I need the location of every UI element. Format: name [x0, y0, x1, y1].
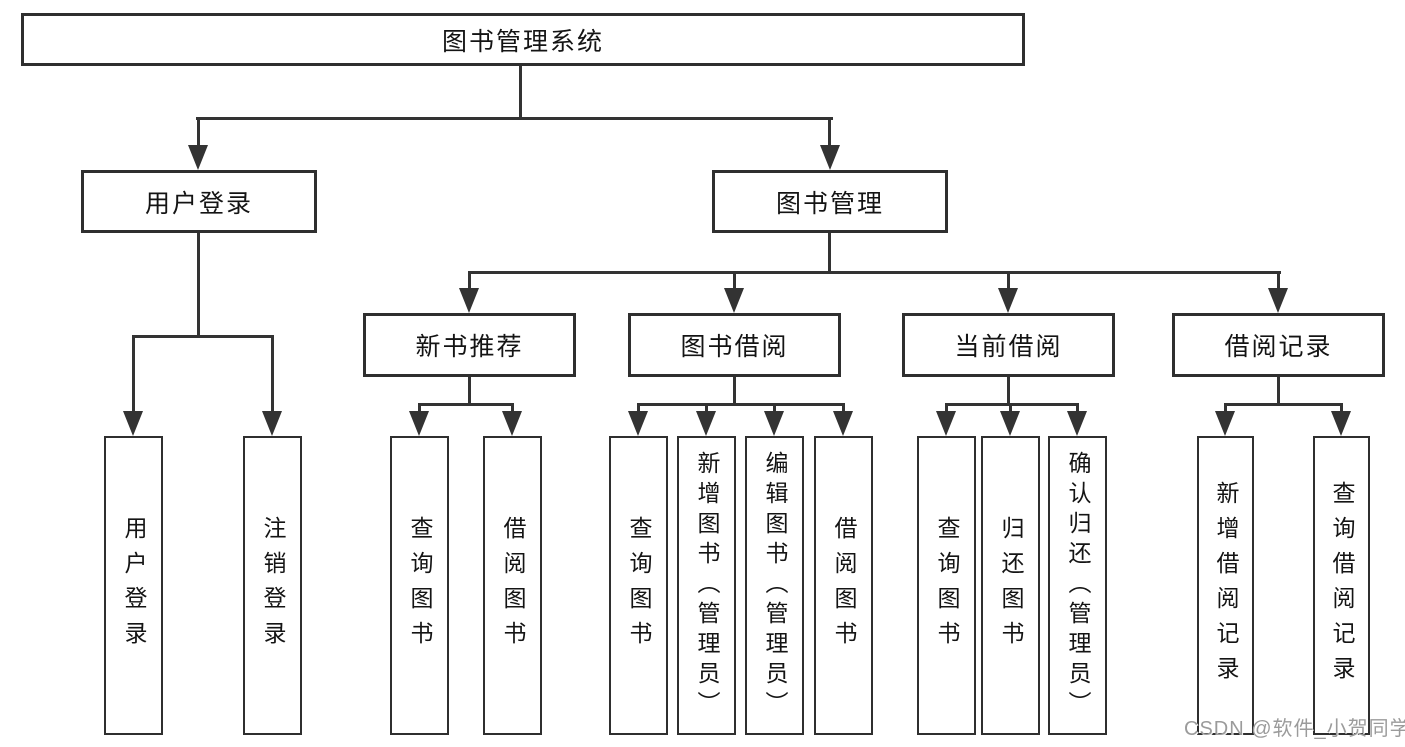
- node-group-label: 当前借阅: [954, 333, 1063, 361]
- connector-drop-leaf: [1224, 403, 1227, 413]
- node-user-login: 用户登录: [81, 170, 317, 233]
- arrowhead-leaf: [764, 411, 784, 436]
- connector-root-stem: [519, 64, 522, 120]
- arrowhead-group: [459, 288, 479, 313]
- connector-group-split: [1224, 403, 1343, 406]
- connector-group-stem: [1007, 377, 1010, 406]
- connector-book-mgmt-stem: [828, 233, 831, 274]
- arrowhead-leaf: [696, 411, 716, 436]
- arrowhead-leaf: [262, 411, 282, 436]
- connector-drop-leaf: [1009, 403, 1012, 413]
- connector-drop-leaf: [132, 335, 135, 413]
- leaf-logout: 注销登录: [243, 436, 302, 735]
- connector-book-mgmt-split: [468, 271, 1281, 274]
- node-group-borrow-records: 借阅记录: [1172, 313, 1385, 377]
- connector-group-split: [418, 403, 514, 406]
- leaf-add-books-admin: 新增图书（管理员）: [677, 436, 736, 735]
- leaf-return-books: 归还图书: [981, 436, 1040, 735]
- leaf-borrow-books: 借阅图书: [483, 436, 542, 735]
- node-book-mgmt: 图书管理: [712, 170, 948, 233]
- arrowhead-book-mgmt: [820, 145, 840, 170]
- arrowhead-leaf: [1331, 411, 1351, 436]
- leaf-query-books: 查询图书: [390, 436, 449, 735]
- arrowhead-leaf: [1000, 411, 1020, 436]
- connector-user-login-split: [132, 335, 274, 338]
- node-user-login-label: 用户登录: [144, 189, 253, 218]
- leaf-borrow-books: 借阅图书: [814, 436, 873, 735]
- connector-group-stem: [468, 377, 471, 406]
- connector-group-split: [637, 403, 845, 406]
- arrowhead-leaf: [628, 411, 648, 436]
- connector-user-login-stem: [197, 233, 200, 337]
- arrowhead-leaf: [833, 411, 853, 436]
- connector-drop-leaf: [418, 403, 421, 413]
- arrowhead-group: [998, 288, 1018, 313]
- node-group-new-book-rec: 新书推荐: [363, 313, 576, 377]
- node-root: 图书管理系统: [21, 13, 1025, 66]
- arrowhead-group: [724, 288, 744, 313]
- leaf-query-borrow-record: 查询借阅记录: [1313, 436, 1370, 735]
- connector-group-split: [945, 403, 1079, 406]
- connector-drop-group: [1007, 271, 1010, 291]
- node-root-label: 图书管理系统: [441, 27, 604, 56]
- arrowhead-leaf: [1215, 411, 1235, 436]
- leaf-confirm-return-admin: 确认归还（管理员）: [1048, 436, 1107, 735]
- arrowhead-leaf: [409, 411, 429, 436]
- connector-drop-book-mgmt: [828, 117, 831, 147]
- node-group-current-borrow: 当前借阅: [902, 313, 1115, 377]
- node-group-label: 图书借阅: [680, 333, 789, 361]
- leaf-query-books: 查询图书: [609, 436, 668, 735]
- connector-drop-leaf: [511, 403, 514, 413]
- connector-drop-leaf: [1340, 403, 1343, 413]
- node-group-book-borrow: 图书借阅: [628, 313, 841, 377]
- arrowhead-leaf: [1067, 411, 1087, 436]
- leaf-user-login: 用户登录: [104, 436, 163, 735]
- connector-drop-leaf: [637, 403, 640, 413]
- leaf-add-borrow-record: 新增借阅记录: [1197, 436, 1254, 735]
- connector-drop-leaf: [945, 403, 948, 413]
- node-group-label: 借阅记录: [1224, 333, 1333, 361]
- leaf-edit-books-admin: 编辑图书（管理员）: [745, 436, 804, 735]
- arrowhead-leaf: [123, 411, 143, 436]
- connector-drop-group: [1277, 271, 1280, 291]
- csdn-watermark: CSDN @软件_小贺同学: [1184, 718, 1405, 740]
- connector-root-split: [196, 117, 833, 120]
- connector-drop-leaf: [1076, 403, 1079, 413]
- arrowhead-leaf: [502, 411, 522, 436]
- node-group-label: 新书推荐: [415, 333, 524, 361]
- node-book-mgmt-label: 图书管理: [775, 189, 884, 218]
- leaf-query-books: 查询图书: [917, 436, 976, 735]
- connector-group-stem: [1277, 377, 1280, 406]
- connector-drop-user-login: [197, 117, 200, 147]
- connector-drop-group: [733, 271, 736, 291]
- arrowhead-user-login: [188, 145, 208, 170]
- connector-drop-leaf: [842, 403, 845, 413]
- connector-drop-group: [468, 271, 471, 291]
- connector-group-stem: [733, 377, 736, 406]
- connector-drop-leaf: [773, 403, 776, 413]
- arrowhead-group: [1268, 288, 1288, 313]
- connector-drop-leaf: [705, 403, 708, 413]
- arrowhead-leaf: [936, 411, 956, 436]
- connector-drop-leaf: [271, 335, 274, 413]
